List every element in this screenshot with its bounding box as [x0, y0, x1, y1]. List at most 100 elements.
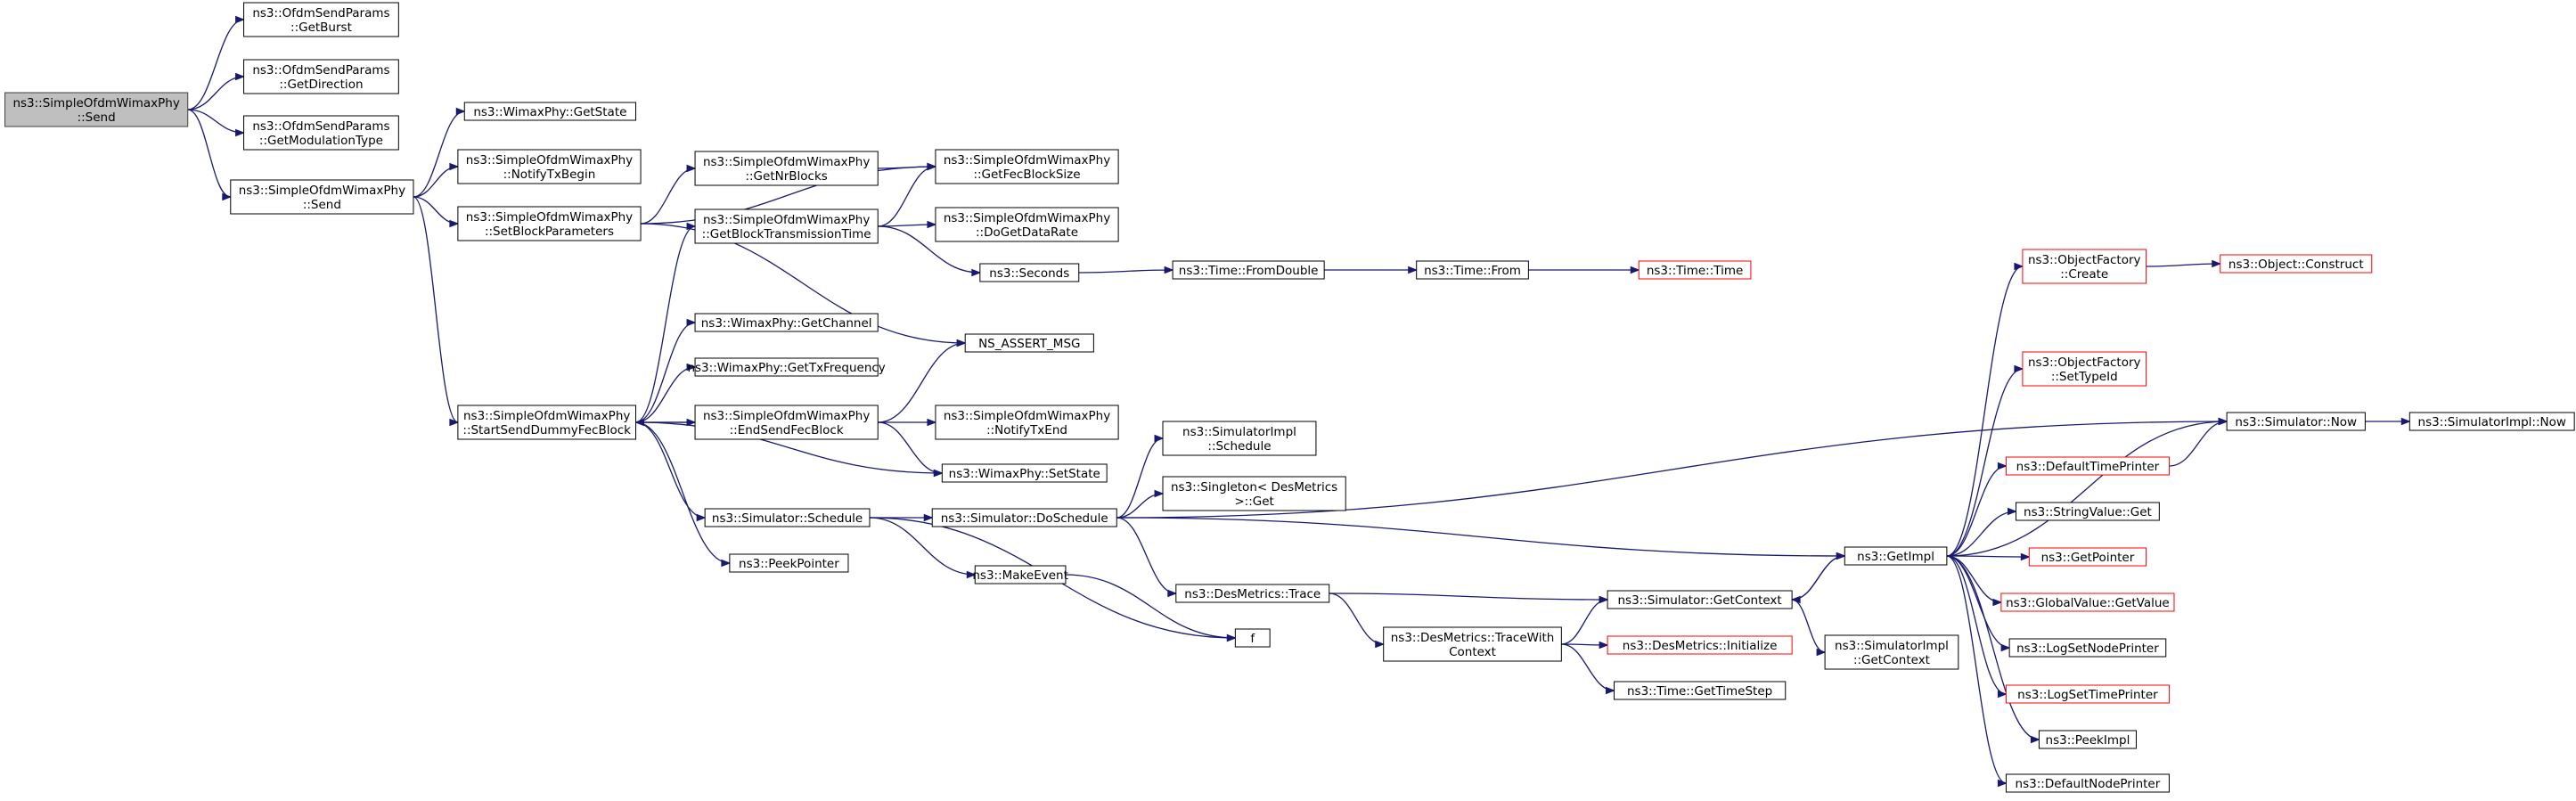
node-ns3-objectfactory-settypeid[interactable]: ns3::ObjectFactory::SetTypeId	[2022, 351, 2147, 387]
node-box	[694, 405, 879, 440]
node-label: ::SetBlockParameters	[485, 225, 614, 239]
edge-arrowhead	[1154, 489, 1165, 498]
node-ns3-simpleofdmwimaxphy-getblocktransmissiontime[interactable]: ns3::SimpleOfdmWimaxPhy::GetBlockTransmi…	[694, 208, 879, 244]
node-ns3-wimaxphy-gettxfrequency[interactable]: ns3::WimaxPhy::GetTxFrequency	[687, 357, 886, 377]
node-ns3-simulator-now[interactable]: ns3::Simulator::Now	[2226, 412, 2366, 431]
node-ns3-simulator-getcontext[interactable]: ns3::Simulator::GetContext	[1607, 590, 1793, 609]
node-label: ns3::SimpleOfdmWimaxPhy	[944, 409, 1110, 423]
node-label: ns3::GetImpl	[1857, 550, 1934, 564]
node-ns3-ofdmsendparams-getmodulationtype[interactable]: ns3::OfdmSendParams::GetModulationType	[243, 115, 399, 151]
node-ns3-wimaxphy-setstate[interactable]: ns3::WimaxPhy::SetState	[941, 463, 1108, 483]
node-ns3-simpleofdmwimaxphy-send[interactable]: ns3::SimpleOfdmWimaxPhy::Send	[230, 179, 414, 215]
node-label: ns3::WimaxPhy::SetState	[949, 467, 1100, 481]
node-ns3-object-construct[interactable]: ns3::Object::Construct	[2220, 254, 2373, 274]
node-ns3-simulatorimpl-getcontext[interactable]: ns3::SimulatorImpl::GetContext	[1824, 634, 1959, 670]
edge-arrowhead	[1167, 589, 1178, 598]
edge-n36-n49	[1946, 555, 2007, 784]
node-box	[694, 313, 879, 332]
node-box	[935, 405, 1119, 440]
node-label: ::StartSendDummyFecBlock	[462, 423, 631, 437]
node-ns3-simpleofdmwimaxphy-send[interactable]: ns3::SimpleOfdmWimaxPhy::Send	[4, 92, 189, 127]
node-label: ns3::SimpleOfdmWimaxPhy	[703, 213, 870, 227]
edge-n36-n40	[1946, 421, 2228, 557]
node-ns3-ofdmsendparams-getburst[interactable]: ns3::OfdmSendParams::GetBurst	[243, 2, 399, 37]
node-ns3-simpleofdmwimaxphy-notifytxend[interactable]: ns3::SimpleOfdmWimaxPhy::NotifyTxEnd	[935, 405, 1119, 440]
node-ns3-desmetrics-initialize[interactable]: ns3::DesMetrics::Initialize	[1607, 635, 1793, 655]
node-ns-assert-msg[interactable]: NS_ASSERT_MSG	[964, 333, 1094, 353]
node-ns3-getpointer[interactable]: ns3::GetPointer	[2028, 547, 2147, 567]
node-label: NS_ASSERT_MSG	[978, 337, 1080, 351]
node-ns3-simpleofdmwimaxphy-startsenddummyfecblock[interactable]: ns3::SimpleOfdmWimaxPhy::StartSendDummyF…	[457, 405, 637, 440]
edge-arrowhead	[1630, 266, 1640, 274]
node-ns3-desmetrics-trace[interactable]: ns3::DesMetrics::Trace	[1175, 584, 1330, 603]
edge-arrowhead	[2030, 735, 2040, 744]
edge-arrowhead	[455, 107, 466, 116]
node-label: ns3::Seconds	[989, 266, 1069, 281]
node-ns3-simpleofdmwimaxphy-dogetdatarate[interactable]: ns3::SimpleOfdmWimaxPhy::DoGetDataRate	[935, 207, 1119, 242]
node-label: ::Send	[303, 198, 341, 212]
node-ns3-simpleofdmwimaxphy-notifytxbegin[interactable]: ns3::SimpleOfdmWimaxPhy::NotifyTxBegin	[457, 149, 642, 184]
node-ns3-time-fromdouble[interactable]: ns3::Time::FromDouble	[1172, 260, 1325, 280]
node-box	[457, 405, 637, 440]
node-ns3-logsetnodeprinter[interactable]: ns3::LogSetNodePrinter	[2008, 638, 2167, 658]
node-box	[2005, 456, 2170, 476]
node-ns3-simpleofdmwimaxphy-setblockparameters[interactable]: ns3::SimpleOfdmWimaxPhy::SetBlockParamet…	[457, 206, 642, 241]
node-ns3-globalvalue-getvalue[interactable]: ns3::GlobalValue::GetValue	[2000, 593, 2175, 612]
node-ns3-ofdmsendparams-getdirection[interactable]: ns3::OfdmSendParams::GetDirection	[243, 59, 399, 94]
node-label: ::GetBurst	[290, 20, 352, 35]
node-ns3-simpleofdmwimaxphy-getnrblocks[interactable]: ns3::SimpleOfdmWimaxPhy::GetNrBlocks	[694, 151, 879, 186]
edge-n23-n26	[869, 517, 976, 576]
edge-arrowhead	[634, 418, 645, 427]
node-label: ns3::DesMetrics::TraceWith	[1391, 631, 1555, 645]
edge-n20-n17	[878, 342, 966, 423]
edge-n7-n10	[641, 166, 936, 225]
node-box	[979, 263, 1080, 282]
node-ns3-time-gettimestep[interactable]: ns3::Time::GetTimeStep	[1613, 681, 1787, 700]
node-ns3-singleton-desmetrics-get[interactable]: ns3::Singleton< DesMetrics>::Get	[1162, 476, 1346, 511]
node-f[interactable]: f	[1234, 628, 1271, 648]
node-ns3-wimaxphy-getchannel[interactable]: ns3::WimaxPhy::GetChannel	[694, 313, 879, 332]
node-ns3-defaultnodeprinter[interactable]: ns3::DefaultNodePrinter	[2005, 773, 2170, 793]
node-ns3-simulatorimpl-schedule[interactable]: ns3::SimulatorImpl::Schedule	[1162, 421, 1317, 456]
node-label: ns3::Time::FromDouble	[1179, 264, 1319, 278]
node-ns3-peekimpl[interactable]: ns3::PeekImpl	[2038, 730, 2137, 749]
node-ns3-objectfactory-create[interactable]: ns3::ObjectFactory::Create	[2022, 249, 2147, 284]
node-ns3-getimpl[interactable]: ns3::GetImpl	[1844, 546, 1948, 566]
edge-arrowhead	[1226, 633, 1237, 642]
node-ns3-time-from[interactable]: ns3::Time::From	[1416, 260, 1529, 280]
node-ns3-peekpointer[interactable]: ns3::PeekPointer	[729, 553, 849, 573]
node-ns3-stringvalue-get[interactable]: ns3::StringValue::Get	[2016, 502, 2160, 521]
edge-arrowhead	[235, 15, 245, 24]
node-ns3-time-time[interactable]: ns3::Time::Time	[1638, 260, 1752, 280]
edge-n36-n48	[1946, 555, 2040, 740]
node-ns3-seconds[interactable]: ns3::Seconds	[979, 263, 1080, 282]
node-box	[1613, 681, 1787, 700]
node-box	[2005, 684, 2170, 704]
node-ns3-simpleofdmwimaxphy-getfecblocksize[interactable]: ns3::SimpleOfdmWimaxPhy::GetFecBlockSize	[935, 149, 1119, 184]
node-ns3-simulator-doschedule[interactable]: ns3::Simulator::DoSchedule	[931, 508, 1117, 527]
node-ns3-logsettimeprinter[interactable]: ns3::LogSetTimePrinter	[2005, 684, 2170, 704]
node-label: ::DoGetDataRate	[976, 225, 1078, 240]
node-box	[1172, 260, 1325, 280]
edge-arrowhead	[1599, 595, 1609, 604]
node-ns3-simulatorimpl-now[interactable]: ns3::SimulatorImpl::Now	[2408, 412, 2575, 431]
node-label: ns3::Singleton< DesMetrics	[1171, 480, 1337, 494]
edge-n26-n27	[1065, 574, 1236, 639]
node-label: ::GetBlockTransmissionTime	[702, 227, 871, 241]
node-box	[1234, 628, 1271, 648]
node-box	[457, 149, 642, 184]
node-label: ::Create	[2060, 267, 2108, 282]
edge-arrowhead	[2218, 417, 2228, 426]
edge-n37-n38	[2146, 263, 2220, 267]
node-label: ns3::OfdmSendParams	[252, 119, 389, 134]
edge-arrowhead	[235, 128, 245, 137]
node-ns3-simpleofdmwimaxphy-endsendfecblock[interactable]: ns3::SimpleOfdmWimaxPhy::EndSendFecBlock	[694, 405, 879, 440]
node-ns3-defaulttimeprinter[interactable]: ns3::DefaultTimePrinter	[2005, 456, 2170, 476]
node-ns3-simulator-schedule[interactable]: ns3::Simulator::Schedule	[704, 508, 871, 527]
node-ns3-wimaxphy-getstate[interactable]: ns3::WimaxPhy::GetState	[463, 102, 637, 121]
node-label: ns3::DefaultNodePrinter	[2016, 777, 2161, 791]
node-box	[1824, 634, 1959, 670]
node-box	[935, 207, 1119, 242]
node-ns3-makeevent[interactable]: ns3::MakeEvent	[972, 565, 1068, 584]
